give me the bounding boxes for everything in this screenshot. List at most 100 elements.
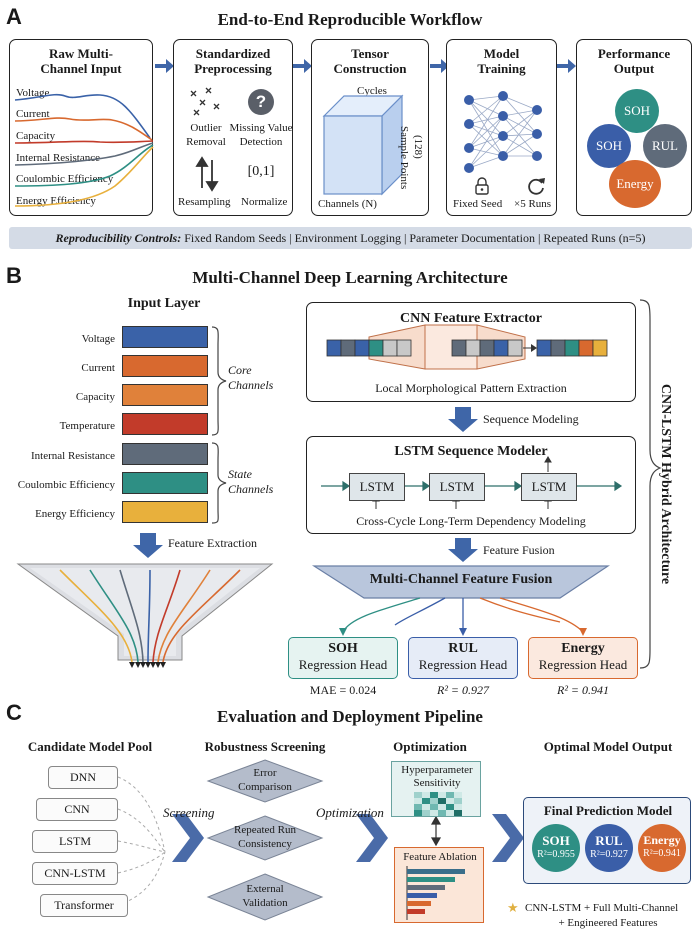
raw-channel-capacity: Capacity <box>16 130 56 142</box>
channel-label-capacity: Capacity <box>75 391 115 403</box>
tensor-cube <box>322 94 404 196</box>
final-energy-name: Energy <box>643 833 681 847</box>
final-soh-name: SOH <box>542 833 570 848</box>
normalize-range: [0,1] <box>247 164 275 179</box>
channel-label-coulombic-efficiency: Coulombic Efficiency <box>17 479 115 491</box>
rul-regression-head: RUL Regression Head <box>408 637 518 679</box>
optimal-output-title: Optimal Model Output <box>543 739 673 754</box>
missing-label-2: Detection <box>239 136 283 148</box>
model-pool-title: Candidate Model Pool <box>27 739 153 754</box>
hyperparameter-sensitivity-box: Hyperparameter Sensitivity <box>391 761 481 817</box>
feature-extraction-label: Feature Extraction <box>168 536 257 550</box>
panel-c-letter: C <box>6 700 22 725</box>
final-energy-value: R²=0.941 <box>643 848 681 859</box>
energy-head-name: Energy <box>561 641 605 656</box>
preprocessing-title-2: Preprocessing <box>194 61 272 76</box>
panel-c-title: Evaluation and Deployment Pipeline <box>217 707 483 726</box>
ablation-bar-chart <box>406 866 465 920</box>
soh-head-name: SOH <box>328 641 358 656</box>
preprocessing-title-1: Standardized <box>195 46 271 61</box>
training-box: Model Training Fixed Seed ×5 Runs <box>446 39 557 216</box>
channel-bar-internal-resistance <box>122 443 208 465</box>
reproducibility-label: Reproducibility Controls: <box>55 231 182 245</box>
raw-signal-curves <box>14 59 576 207</box>
screening-arrow-label: Screening <box>163 805 215 820</box>
panel-b-letter: B <box>6 263 22 288</box>
cnn-convolution-graphic <box>326 324 608 370</box>
outlier-scatter-icon <box>188 86 228 122</box>
channel-label-internal-resistance: Internal Resistance <box>31 450 115 462</box>
lstm-title: LSTM Sequence Modeler <box>394 444 548 459</box>
final-note-line-1: CNN-LSTM + Full Multi-Channel <box>525 902 679 914</box>
core-channels-label-2: Channels <box>228 378 274 392</box>
diamond-repeated-2: Consistency <box>238 838 292 850</box>
final-prediction-model-box: Final Prediction Model SOH R²=0.955 RUL … <box>523 797 691 884</box>
hyper-label-2: Sensitivity <box>413 777 461 789</box>
tensor-title-1: Tensor <box>351 46 389 61</box>
tensor-box: Tensor Construction Cycles Sample Points… <box>311 39 429 216</box>
star-icon: ★ <box>507 900 519 915</box>
output-circle-soh-top: SOH <box>615 89 659 133</box>
outlier-label-1: Outlier <box>190 122 222 134</box>
channel-bar-current <box>122 355 208 377</box>
tensor-sample-points: Sample Points <box>398 126 410 190</box>
core-channels-label-1: Core <box>228 363 252 377</box>
tensor-cycles-label: Cycles <box>357 85 387 97</box>
sequence-modeling-label: Sequence Modeling <box>483 412 579 426</box>
output-circle-soh-left: SOH <box>587 124 631 168</box>
runs-label: ×5 Runs <box>514 198 552 210</box>
tensor-title-2: Construction <box>333 61 407 76</box>
raw-input-title-1: Raw Multi- <box>49 46 113 61</box>
soh-metric: MAE = 0.024 <box>309 683 377 697</box>
channel-label-voltage: Voltage <box>81 333 115 345</box>
diamond-error-2: Comparison <box>238 781 292 793</box>
model-pool-item-cnn: CNN <box>36 798 118 821</box>
final-rul-name: RUL <box>595 833 623 848</box>
question-circle-icon: ? <box>248 89 274 115</box>
lstm-sequence-modeler-box: LSTM Sequence Modeler LSTM LSTM LSTM Cro… <box>306 436 636 534</box>
channel-bar-voltage <box>122 326 208 348</box>
final-energy-circle: Energy R²=0.941 <box>638 824 686 872</box>
channel-bar-energy-efficiency <box>122 501 208 523</box>
final-model-title: Final Prediction Model <box>543 803 673 818</box>
reproducibility-text: Fixed Random Seeds | Environment Logging… <box>184 231 646 245</box>
panel-a-title: End-to-End Reproducible Workflow <box>217 10 483 29</box>
energy-regression-head: Energy Regression Head <box>528 637 638 679</box>
channel-label-energy-efficiency: Energy Efficiency <box>35 508 115 520</box>
rul-metric: R² = 0.927 <box>436 683 490 697</box>
final-soh-value: R²=0.955 <box>537 849 575 860</box>
diamond-error-1: Error <box>253 767 277 779</box>
refresh-icon <box>528 178 545 195</box>
feature-ablation-box: Feature Ablation <box>394 847 484 923</box>
tensor-sample-count: (128) <box>412 135 424 159</box>
hyper-label-1: Hyperparameter <box>401 764 473 776</box>
neural-network-icon <box>464 91 542 173</box>
model-pool-item-lstm: LSTM <box>32 830 118 853</box>
channel-label-current: Current <box>81 362 115 374</box>
channel-bar-temperature <box>122 413 208 435</box>
raw-input-title-2: Channel Input <box>40 61 122 76</box>
diamond-repeated-1: Repeated Run <box>233 824 297 836</box>
output-circle-rul: RUL <box>643 124 687 168</box>
energy-metric: R² = 0.941 <box>556 683 610 697</box>
training-title-1: Model <box>483 46 520 61</box>
model-pool-item-cnn-lstm: CNN-LSTM <box>32 862 118 885</box>
sensitivity-heatmap <box>414 792 462 816</box>
raw-channel-current: Current <box>16 108 50 120</box>
diamond-external-1: External <box>246 883 284 895</box>
reproducibility-controls-bar: Reproducibility Controls: Fixed Random S… <box>9 227 692 249</box>
rul-head-sub: Regression Head <box>418 657 508 672</box>
rul-head-name: RUL <box>448 641 478 656</box>
channel-label-temperature: Temperature <box>59 420 115 432</box>
state-channels-label-2: Channels <box>228 482 274 496</box>
final-soh-circle: SOH R²=0.955 <box>532 824 580 872</box>
lstm-caption: Cross-Cycle Long-Term Dependency Modelin… <box>356 514 586 528</box>
outlier-label-2: Removal <box>186 136 226 148</box>
output-title-2: Output <box>613 61 655 76</box>
lstm-cell-2: LSTM <box>429 473 485 501</box>
ablation-label: Feature Ablation <box>403 851 477 863</box>
soh-head-sub: Regression Head <box>298 657 388 672</box>
